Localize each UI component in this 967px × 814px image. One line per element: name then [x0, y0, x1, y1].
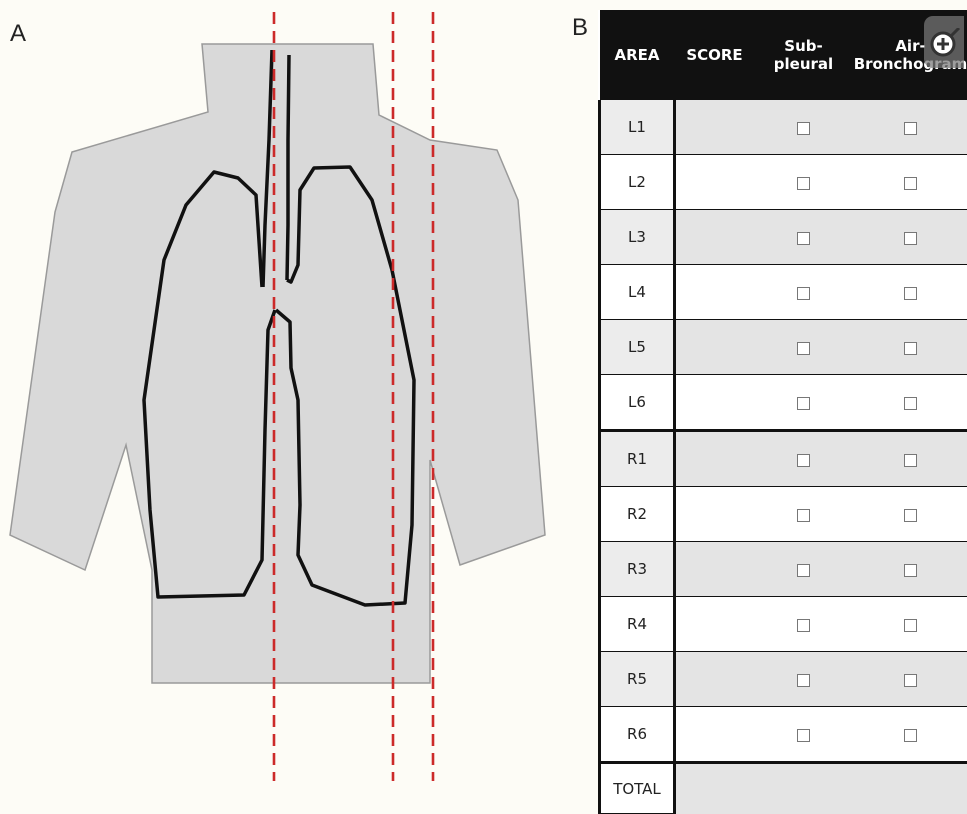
area-cell: L5 — [600, 320, 675, 375]
air-bronchogram-cell — [853, 487, 967, 542]
air-bronchogram-cell — [853, 210, 967, 265]
area-cell: R5 — [600, 652, 675, 707]
air-bronchogram-checkbox[interactable] — [904, 177, 917, 190]
subpleural-checkbox[interactable] — [797, 342, 810, 355]
trachea-right-wall — [287, 55, 289, 280]
subpleural-checkbox[interactable] — [797, 177, 810, 190]
area-cell: L3 — [600, 210, 675, 265]
subpleural-checkbox[interactable] — [797, 287, 810, 300]
table-row: L2 — [600, 155, 967, 210]
score-cell[interactable] — [675, 155, 755, 210]
air-bronchogram-cell — [853, 265, 967, 320]
table-row: L3 — [600, 210, 967, 265]
air-bronchogram-checkbox[interactable] — [904, 509, 917, 522]
subpleural-cell — [755, 320, 853, 375]
air-bronchogram-cell — [853, 320, 967, 375]
air-bronchogram-checkbox[interactable] — [904, 454, 917, 467]
air-bronchogram-checkbox[interactable] — [904, 564, 917, 577]
subpleural-cell — [755, 431, 853, 487]
score-cell[interactable] — [675, 375, 755, 431]
subpleural-checkbox[interactable] — [797, 454, 810, 467]
subpleural-cell — [755, 707, 853, 763]
score-cell[interactable] — [675, 210, 755, 265]
air-bronchogram-checkbox[interactable] — [904, 619, 917, 632]
total-value-cell[interactable] — [675, 763, 967, 814]
air-bronchogram-cell — [853, 431, 967, 487]
air-bronchogram-cell — [853, 707, 967, 763]
subpleural-checkbox[interactable] — [797, 619, 810, 632]
score-cell[interactable] — [675, 100, 755, 155]
zoom-button[interactable] — [924, 16, 964, 68]
table-row: R5 — [600, 652, 967, 707]
torso-diagram — [0, 0, 590, 781]
air-bronchogram-checkbox[interactable] — [904, 122, 917, 135]
air-bronchogram-checkbox[interactable] — [904, 729, 917, 742]
score-cell[interactable] — [675, 652, 755, 707]
subpleural-checkbox[interactable] — [797, 564, 810, 577]
score-cell[interactable] — [675, 265, 755, 320]
air-bronchogram-checkbox[interactable] — [904, 342, 917, 355]
subpleural-cell — [755, 100, 853, 155]
score-cell[interactable] — [675, 597, 755, 652]
total-label: TOTAL — [600, 763, 675, 814]
score-cell[interactable] — [675, 542, 755, 597]
air-bronchogram-cell — [853, 375, 967, 431]
subpleural-cell — [755, 487, 853, 542]
total-row: TOTAL — [600, 763, 967, 814]
score-cell[interactable] — [675, 320, 755, 375]
subpleural-cell — [755, 155, 853, 210]
area-cell: L4 — [600, 265, 675, 320]
subpleural-checkbox[interactable] — [797, 232, 810, 245]
area-cell: R1 — [600, 431, 675, 487]
subpleural-cell — [755, 542, 853, 597]
air-bronchogram-checkbox[interactable] — [904, 674, 917, 687]
air-bronchogram-cell — [853, 100, 967, 155]
table-row: L4 — [600, 265, 967, 320]
table-row: L1 — [600, 100, 967, 155]
area-cell: L6 — [600, 375, 675, 431]
score-cell[interactable] — [675, 487, 755, 542]
score-cell[interactable] — [675, 707, 755, 763]
table-row: L5 — [600, 320, 967, 375]
area-cell: R4 — [600, 597, 675, 652]
subpleural-cell — [755, 265, 853, 320]
table-row: R4 — [600, 597, 967, 652]
subpleural-checkbox[interactable] — [797, 122, 810, 135]
subpleural-checkbox[interactable] — [797, 674, 810, 687]
area-cell: R3 — [600, 542, 675, 597]
table-row: R3 — [600, 542, 967, 597]
air-bronchogram-cell — [853, 542, 967, 597]
subpleural-cell — [755, 652, 853, 707]
header-subpleural: Sub- pleural — [755, 10, 853, 100]
subpleural-checkbox[interactable] — [797, 397, 810, 410]
zoom-in-icon — [929, 28, 961, 60]
subpleural-cell — [755, 597, 853, 652]
area-cell: L1 — [600, 100, 675, 155]
torso-silhouette — [10, 44, 545, 683]
subpleural-cell — [755, 210, 853, 265]
area-cell: R6 — [600, 707, 675, 763]
area-cell: L2 — [600, 155, 675, 210]
air-bronchogram-cell — [853, 597, 967, 652]
header-area: AREA — [600, 10, 675, 100]
air-bronchogram-checkbox[interactable] — [904, 397, 917, 410]
subpleural-checkbox[interactable] — [797, 509, 810, 522]
table-row: R1 — [600, 431, 967, 487]
table-row: R6 — [600, 707, 967, 763]
score-cell[interactable] — [675, 431, 755, 487]
area-cell: R2 — [600, 487, 675, 542]
header-score: SCORE — [675, 10, 755, 100]
air-bronchogram-checkbox[interactable] — [904, 287, 917, 300]
air-bronchogram-checkbox[interactable] — [904, 232, 917, 245]
air-bronchogram-cell — [853, 652, 967, 707]
table-row: R2 — [600, 487, 967, 542]
subpleural-cell — [755, 375, 853, 431]
subpleural-checkbox[interactable] — [797, 729, 810, 742]
lung-score-table: AREA SCORE Sub- pleural Air- Bronchogram… — [598, 10, 967, 814]
table-row: L6 — [600, 375, 967, 431]
air-bronchogram-cell — [853, 155, 967, 210]
